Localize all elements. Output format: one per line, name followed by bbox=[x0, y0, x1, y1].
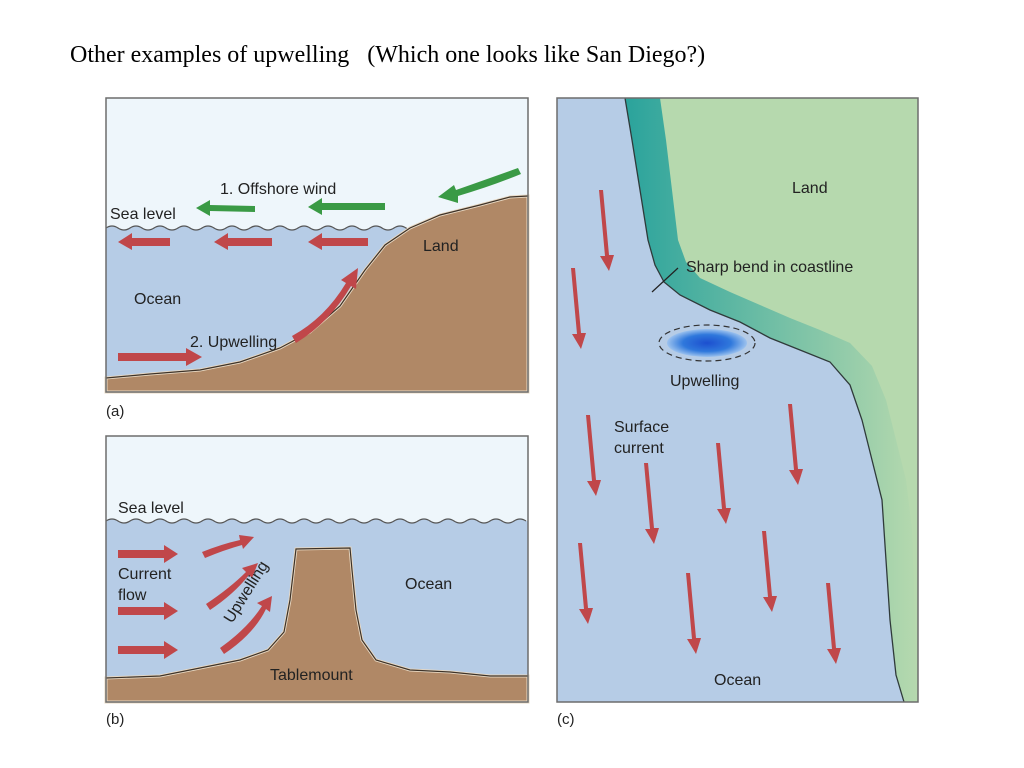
panel-c-border bbox=[556, 97, 919, 703]
upwelling-label: 2. Upwelling bbox=[190, 334, 277, 351]
panel-c-land bbox=[660, 98, 918, 702]
panel-a-wind-arrows bbox=[196, 168, 521, 216]
current-arrow bbox=[686, 573, 701, 654]
current-arrow bbox=[214, 233, 272, 250]
current-arrow bbox=[716, 443, 731, 524]
sea-level-label: Sea level bbox=[118, 500, 184, 517]
panel-a-sea-level-line bbox=[105, 225, 419, 231]
current-arrow bbox=[762, 531, 777, 612]
current-flow-label-line2: flow bbox=[118, 587, 147, 604]
panel-c-caption: (c) bbox=[557, 711, 575, 728]
tablemount-label: Tablemount bbox=[270, 667, 353, 684]
upwelling-outline bbox=[658, 324, 756, 362]
sea-level-label: Sea level bbox=[110, 206, 176, 223]
sharp-bend-pointer bbox=[651, 267, 679, 293]
panel-b-sea-level-line bbox=[105, 518, 527, 524]
panel-b: Sea level Current flow Upwelling Ocean T… bbox=[104, 435, 530, 728]
current-arrow bbox=[599, 190, 614, 271]
upwelling-arrow bbox=[206, 563, 258, 610]
current-arrow bbox=[578, 543, 593, 624]
panel-a-current-arrows bbox=[118, 233, 368, 366]
panel-c: Land Sharp bend in coastline Upwelling S… bbox=[556, 97, 919, 728]
current-arrow bbox=[586, 415, 601, 496]
current-arrow bbox=[118, 602, 178, 620]
current-arrow bbox=[308, 233, 368, 250]
panel-c-coast-line bbox=[624, 97, 905, 703]
panel-b-current-arrows bbox=[118, 535, 272, 659]
panel-b-caption: (b) bbox=[106, 711, 124, 728]
surface-current-label-line2: current bbox=[614, 440, 664, 457]
current-arrow bbox=[118, 348, 202, 366]
wind-arrow bbox=[308, 198, 385, 215]
current-arrow bbox=[118, 545, 178, 563]
upwelling-arrow bbox=[220, 596, 272, 654]
upwelling-arrow bbox=[202, 535, 254, 558]
panel-a-coast-line bbox=[105, 195, 529, 379]
panel-c-current-arrows bbox=[571, 190, 841, 664]
current-arrow bbox=[826, 583, 841, 664]
offshore-wind-label: 1. Offshore wind bbox=[220, 181, 336, 198]
panel-b-seafloor-line bbox=[105, 547, 528, 679]
upwelling-label: Upwelling bbox=[670, 373, 739, 390]
page-title: Other examples of upwelling (Which one l… bbox=[70, 42, 706, 68]
current-arrow bbox=[571, 268, 586, 349]
panel-a-caption: (a) bbox=[106, 403, 124, 420]
upwelling-arrow bbox=[292, 268, 358, 343]
current-arrow bbox=[644, 463, 659, 544]
ocean-label: Ocean bbox=[714, 672, 761, 689]
panel-b-border bbox=[105, 435, 529, 703]
panel-a-border bbox=[105, 97, 529, 393]
upwelling-patch bbox=[667, 329, 747, 357]
ocean-label: Ocean bbox=[134, 291, 181, 308]
wind-arrow bbox=[196, 200, 255, 216]
current-arrow bbox=[788, 404, 803, 485]
panel-a: 1. Offshore wind Sea level Land Ocean 2.… bbox=[104, 97, 530, 420]
land-label: Land bbox=[423, 238, 459, 255]
current-arrow bbox=[118, 641, 178, 659]
sharp-bend-label: Sharp bend in coastline bbox=[686, 259, 853, 276]
surface-current-label-line1: Surface bbox=[614, 419, 669, 436]
ocean-label: Ocean bbox=[405, 576, 452, 593]
current-flow-label-line1: Current bbox=[118, 566, 172, 583]
current-arrow bbox=[118, 233, 170, 250]
wind-arrow bbox=[438, 168, 521, 203]
land-label: Land bbox=[792, 180, 828, 197]
